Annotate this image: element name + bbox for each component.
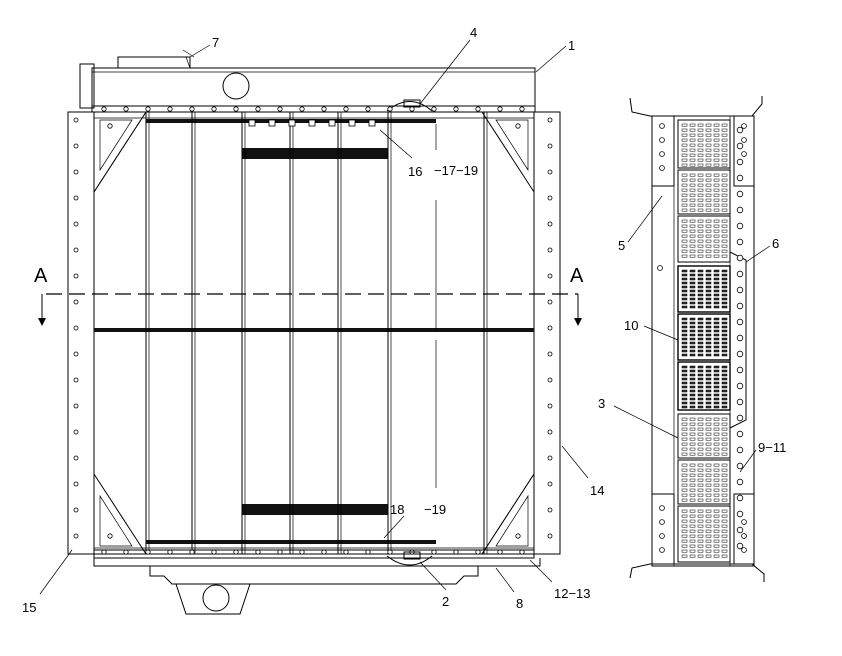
callout-labels: 1 7 4 16 −17−19 18 −19 2 8 12−13 14 15 5… (22, 25, 786, 615)
callout-16: 16 (408, 164, 422, 179)
section-marker-right: A (570, 265, 584, 287)
callout-6: 6 (772, 236, 779, 251)
callout-1: 1 (568, 38, 575, 53)
rail-bolts (101, 106, 525, 555)
side-core-fins (677, 119, 731, 563)
top-tank (79, 49, 536, 113)
callout-15: 15 (22, 600, 36, 615)
callout-9-11: 9−11 (758, 440, 786, 455)
section-line-a-a (38, 293, 582, 326)
section-marker-left: A (34, 265, 48, 287)
side-mounting-holes (73, 117, 553, 539)
callout-5: 5 (618, 238, 625, 253)
callout-19: −19 (424, 502, 446, 517)
callout-7: 7 (212, 35, 219, 50)
core-section-dividers (145, 112, 488, 554)
callout-8: 8 (516, 596, 523, 611)
drain-port (202, 584, 230, 612)
callout-17-19: −17−19 (434, 163, 478, 178)
side-plate-right (533, 111, 561, 555)
side-view-bolts (659, 123, 747, 553)
callout-2: 2 (442, 594, 449, 609)
front-view (38, 49, 582, 615)
callout-14: 14 (590, 483, 604, 498)
side-view (629, 96, 765, 582)
leader-lines (39, 39, 771, 595)
bottom-tank (93, 549, 541, 615)
callout-3: 3 (598, 396, 605, 411)
side-plate-left (67, 111, 95, 555)
callout-12-13: 12−13 (554, 586, 591, 601)
filler-neck-port (222, 72, 250, 100)
callout-18: 18 (390, 502, 404, 517)
callout-4: 4 (470, 25, 477, 40)
corner-gussets (93, 111, 535, 555)
callout-10: 10 (624, 318, 638, 333)
